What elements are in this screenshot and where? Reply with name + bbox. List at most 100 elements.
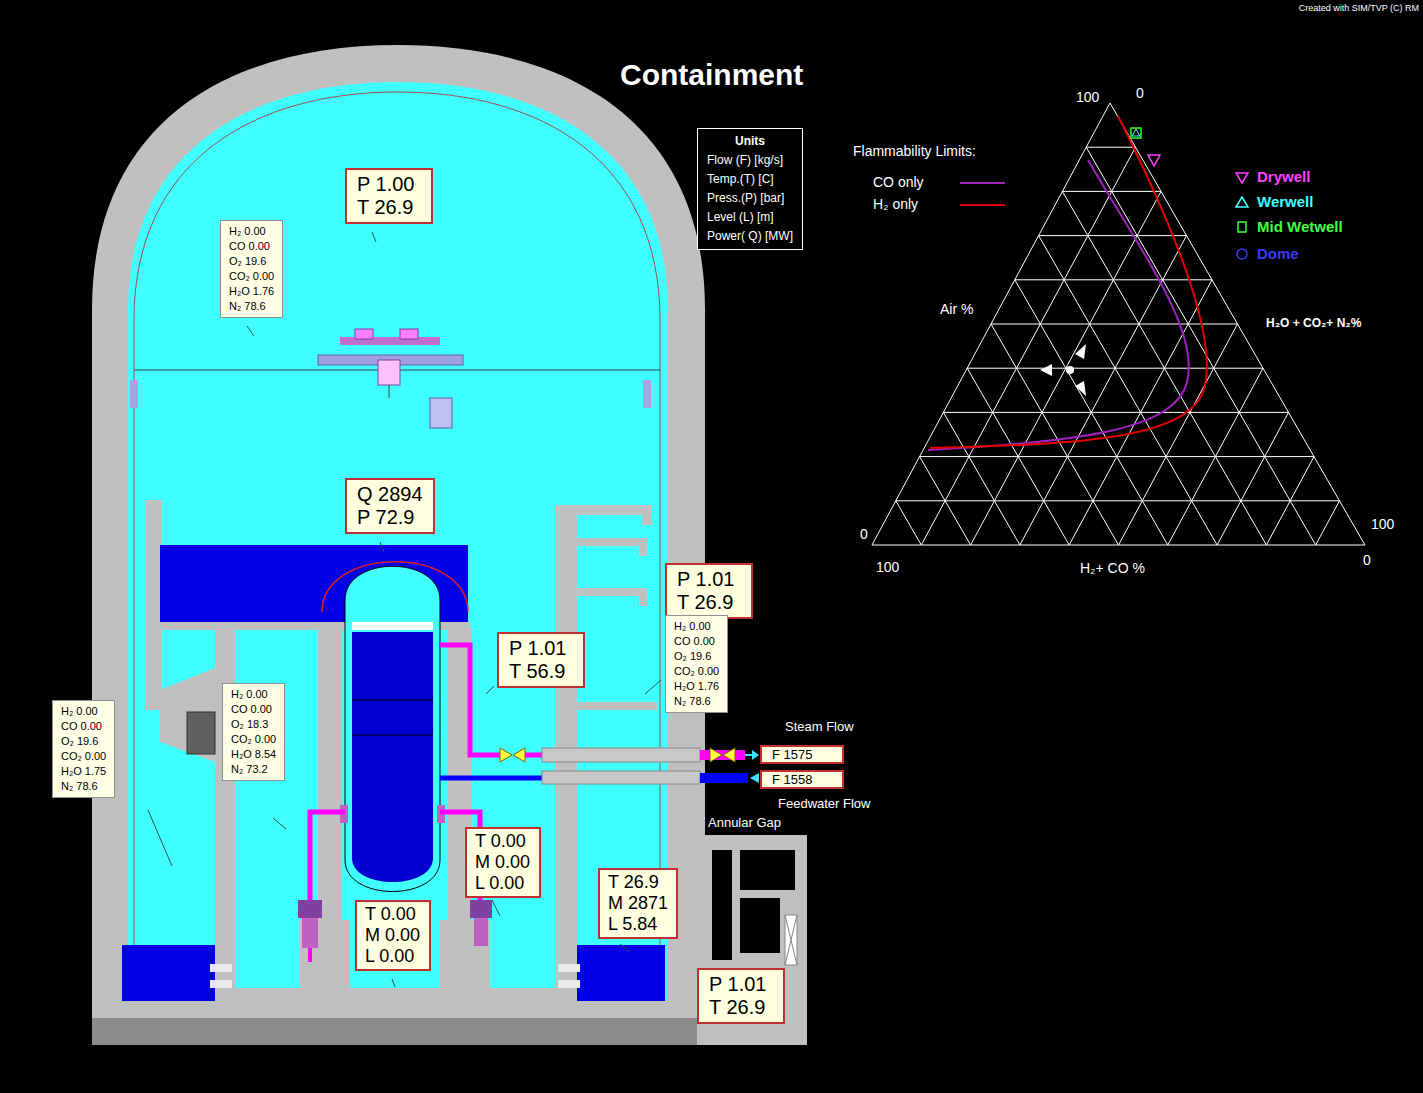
legend-entry: CO only — [873, 174, 924, 190]
flow-label: Feedwater Flow — [778, 796, 870, 811]
recirculation-pump — [298, 900, 322, 918]
legend-entry: H₂ only — [873, 196, 918, 212]
wetwell-pool — [122, 945, 215, 1001]
wetwell-symbol — [1236, 197, 1248, 207]
flow-arrow — [745, 754, 752, 756]
axis-title: Air % — [940, 301, 973, 317]
direction-arrow — [1075, 381, 1086, 396]
vent-box — [187, 712, 215, 754]
value-text: L 0.00 — [365, 946, 421, 967]
value-text: H₂O 1.76 — [674, 679, 719, 694]
gas-composition-box: H₂ 0.00CO 0.00O₂ 18.3CO₂ 0.00H₂O 8.54N₂ … — [222, 683, 285, 781]
value-text: T 0.00 — [475, 831, 531, 852]
leader-lines — [148, 232, 661, 987]
value-text: F 1558 — [772, 772, 832, 787]
grid-line — [991, 324, 1119, 545]
grid-line — [1020, 236, 1187, 545]
value-text: N₂ 78.6 — [674, 694, 719, 709]
value-text: T 0.00 — [365, 904, 421, 925]
value-text: P 1.01 — [709, 973, 773, 996]
flammability-curves — [928, 116, 1207, 450]
biological-shield — [318, 628, 342, 928]
value-text: CO₂ 0.00 — [229, 269, 274, 284]
leader-line — [273, 818, 286, 829]
annulus-structure — [697, 835, 807, 1045]
direction-arrow — [1040, 364, 1052, 376]
value-text: CO₂ 0.00 — [231, 732, 276, 747]
pool-state-box: T 0.00M 0.00L 0.00 — [465, 827, 541, 898]
annulus-space — [712, 850, 732, 960]
wetwell-pool — [577, 945, 665, 1001]
legend-entry: Drywell — [1257, 168, 1310, 185]
steam-penetration — [542, 748, 700, 762]
value-text: T 26.9 — [677, 591, 741, 614]
legend-entry: Dome — [1257, 245, 1299, 262]
legend-entry: Werwell — [1257, 193, 1313, 210]
value-text: O₂ 19.6 — [61, 734, 106, 749]
grid-line — [943, 412, 1288, 413]
value-text: H₂O 1.76 — [229, 284, 274, 299]
outer-shell — [92, 45, 705, 1045]
crane-trolley — [378, 360, 400, 385]
feedwater-line — [440, 776, 542, 781]
steam-line — [440, 645, 500, 755]
flow-label: Steam Flow — [785, 719, 854, 734]
pump-motor — [474, 918, 488, 946]
crane-motor — [355, 329, 373, 339]
axis-tick: 100 — [1371, 516, 1394, 532]
leader-line — [492, 900, 500, 916]
crane-bracket — [643, 380, 651, 408]
leader-line — [380, 542, 384, 552]
drywell-symbol — [1236, 173, 1248, 183]
value-text: Power( Q) [MW] — [707, 227, 793, 246]
pressure-temperature-box: P 1.01T 26.9 — [665, 563, 753, 619]
recirculation-loop — [310, 812, 345, 900]
flammability-triangle — [872, 103, 1365, 545]
feedwater-line — [700, 773, 748, 783]
containment-building — [92, 45, 705, 1045]
leader-line — [372, 232, 376, 242]
grid-line — [920, 456, 1314, 457]
vent-slot — [210, 964, 232, 972]
value-text: CO 0.00 — [231, 702, 276, 717]
axis-tick: 100 — [1076, 89, 1099, 105]
value-text: H₂ 0.00 — [231, 687, 276, 702]
gas-composition-box: H₂ 0.00CO 0.00O₂ 19.6CO₂ 0.00H₂O 1.76N₂ … — [665, 615, 728, 713]
grid-line — [1062, 191, 1266, 545]
steel-liner — [134, 92, 660, 1015]
leader-line — [148, 810, 172, 866]
value-text: H₂O 1.75 — [61, 764, 106, 779]
leader-line — [645, 680, 661, 694]
pool-state-box: T 26.9M 2871L 5.84 — [598, 868, 678, 939]
value-text: L 5.84 — [608, 914, 668, 935]
recirculation-pump — [470, 900, 492, 918]
axis-tick: 100 — [876, 559, 899, 575]
co-limit-curve — [928, 160, 1189, 450]
mid-wetwell-marker — [1131, 128, 1141, 138]
axis-tick: 0 — [1136, 85, 1144, 101]
core-shroud-line — [352, 700, 433, 701]
drywell-head-slab — [160, 622, 470, 630]
floor-slab — [577, 538, 647, 546]
polar-crane — [130, 329, 660, 428]
value-text: P 1.00 — [357, 173, 421, 196]
value-text: M 0.00 — [475, 852, 531, 873]
reactor-vessel — [322, 562, 468, 892]
axis-title: H₂+ CO % — [1080, 560, 1145, 576]
value-text: H₂ 0.00 — [674, 619, 719, 634]
pedestal-cavity — [350, 880, 440, 988]
value-text: H₂O 8.54 — [231, 747, 276, 762]
legend-text: Werwell — [1257, 193, 1313, 210]
value-text: O₂ 18.3 — [231, 717, 276, 732]
legend-text: H₂ only — [873, 196, 918, 212]
pressure-temperature-box: P 1.01T 56.9 — [497, 632, 585, 688]
foundation — [92, 1018, 705, 1045]
value-text: CO 0.00 — [229, 239, 274, 254]
value-text: O₂ 19.6 — [229, 254, 274, 269]
units-heading: Units — [707, 132, 793, 151]
direction-arrow — [1075, 344, 1086, 359]
isolation-valve — [723, 748, 735, 762]
value-text: P 72.9 — [357, 506, 423, 529]
containment-atmosphere — [128, 82, 668, 1015]
